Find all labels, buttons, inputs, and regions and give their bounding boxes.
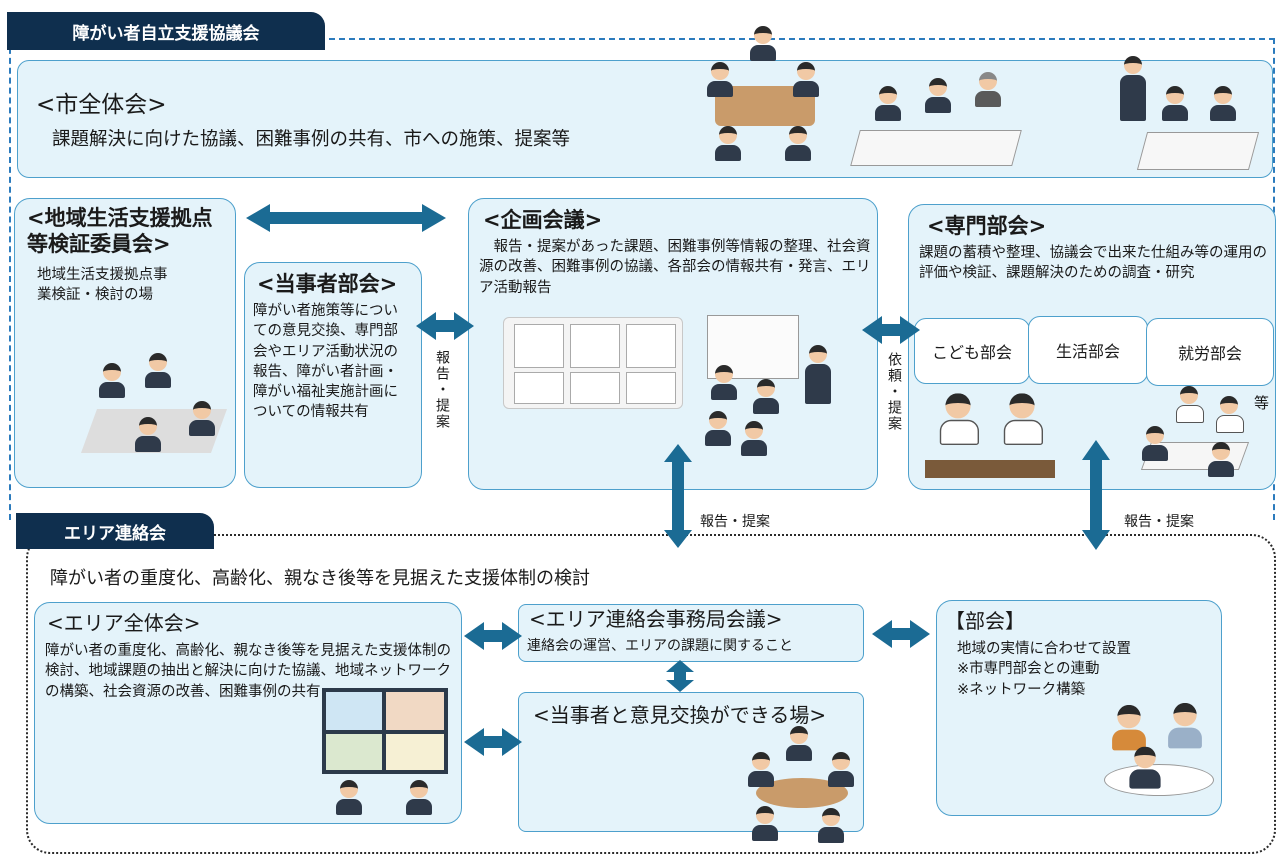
report-board-illustration: [503, 317, 683, 409]
area-whole-body: 障がい者の重度化、高齢化、親なき後等を見据えた支援体制の検討、地域課題の抽出と解…: [45, 643, 451, 700]
secretariat-body: 連絡会の運営、エリアの課題に関すること: [527, 638, 793, 654]
planning-title: <企画会議>: [483, 208, 603, 232]
city-meeting-body: 課題解決に向けた協議、困難事例の共有、市への施策、提案等: [52, 129, 571, 150]
report-label-center: 報告・提案: [700, 514, 770, 530]
sub-life: 生活部会: [1028, 316, 1148, 384]
exchange-box: <当事者と意見交換ができる場>: [518, 692, 864, 832]
sub-kids: こども部会: [914, 318, 1030, 384]
arrow-verification-planning: [246, 204, 446, 232]
subcommittee-body: 地域の実情に合わせて設置 ※市専門部会との連動 ※ネットワーク構築: [957, 641, 1131, 698]
verification-body: 地域生活支援拠点事業検証・検討の場: [37, 267, 168, 304]
area-frame: [26, 534, 1276, 854]
etc-label: 等: [1254, 394, 1270, 412]
area-heading: 障がい者の重度化、高齢化、親なき後等を見据えた支援体制の検討: [50, 568, 590, 589]
chat-illustration: [1104, 700, 1214, 804]
arrow-planning-area: [664, 444, 692, 548]
stakeholder-title: <当事者部会>: [257, 272, 398, 296]
request-label: 依頼・提案: [886, 352, 902, 432]
area-whole-box: <エリア全体会> 障がい者の重度化、高齢化、親なき後等を見据えた支援体制の検討、…: [34, 602, 462, 824]
planning-box: <企画会議> 報告・提案があった課題、困難事例等情報の整理、社会資源の改善、困難…: [468, 198, 878, 490]
report-label-left: 報告・提案: [434, 350, 450, 430]
presentation-illustration: [701, 315, 831, 475]
arrow-secretariat-exchange: [666, 660, 694, 692]
committee-illustration: [850, 68, 1022, 176]
arrow-planning-specialist: [862, 316, 920, 344]
conference-illustration: [1112, 52, 1260, 180]
arrow-stakeholder-planning: [416, 312, 474, 340]
area-tag: エリア連絡会: [16, 513, 214, 549]
council-tag: 障がい者自立支援協議会: [7, 12, 325, 50]
specialist-body: 課題の蓄積や整理、協議会で出来た仕組み等の運用の評価や検証、課題解決のための調査…: [919, 245, 1267, 282]
secretariat-box: <エリア連絡会事務局会議> 連絡会の運営、エリアの課題に関すること: [518, 604, 864, 662]
arrow-secretariat-subcommittee: [872, 620, 930, 648]
online-meeting-illustration: [322, 688, 450, 824]
planning-body: 報告・提案があった課題、困難事例等情報の整理、社会資源の改善、困難事例の協議、各…: [479, 239, 871, 296]
report-label-right: 報告・提案: [1124, 514, 1194, 530]
workers-illustration: [1136, 386, 1250, 482]
exchange-title: <当事者と意見交換ができる場>: [533, 703, 827, 727]
roundtable-illustration: [740, 726, 860, 852]
specialist-title: <専門部会>: [927, 214, 1047, 238]
discussion-illustration: [79, 349, 229, 469]
city-meeting-title: <市全体会>: [36, 92, 167, 118]
arrow-whole-secretariat: [464, 622, 522, 650]
verification-title: <地域生活支援拠点等検証委員会>: [27, 206, 213, 257]
city-meeting-box: <市全体会> 課題解決に向けた協議、困難事例の共有、市への施策、提案等: [17, 60, 1273, 178]
meeting-illustration: [705, 26, 825, 176]
stakeholder-body: 障がい者施策等についての意見交換、専門部会やエリア活動状況の報告、障がい者計画・…: [253, 303, 398, 421]
sub-work: 就労部会: [1146, 318, 1274, 386]
arrow-whole-exchange: [464, 728, 522, 756]
arrow-specialist-area: [1082, 440, 1110, 550]
secretariat-title: <エリア連絡会事務局会議>: [529, 607, 783, 631]
stakeholder-box: <当事者部会> 障がい者施策等についての意見交換、専門部会やエリア活動状況の報告…: [244, 262, 422, 488]
students-illustration: [925, 390, 1055, 484]
verification-committee-box: <地域生活支援拠点等検証委員会> 地域生活支援拠点事業検証・検討の場: [14, 198, 236, 488]
subcommittee-title: 【部会】: [945, 609, 1025, 633]
area-whole-title: <エリア全体会>: [47, 611, 201, 635]
